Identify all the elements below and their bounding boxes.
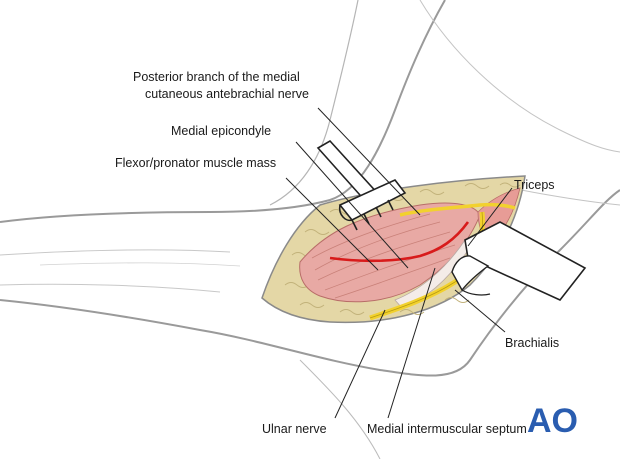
retractor-fork (316, 139, 407, 231)
posterior-branch-nerve (399, 202, 516, 217)
label-medial-intermuscular-septum: Medial intermuscular septum (367, 422, 527, 436)
leader-lines (285, 107, 513, 419)
muscle-fibers (311, 213, 456, 299)
label-triceps: Triceps (514, 178, 555, 192)
label-posterior-branch-line2: cutaneous antebrachial nerve (145, 87, 309, 101)
label-flexor-pronator: Flexor/pronator muscle mass (115, 156, 276, 170)
label-ulnar-nerve: Ulnar nerve (262, 422, 327, 436)
label-brachialis: Brachialis (505, 336, 559, 350)
retractor-blade (451, 221, 587, 301)
label-posterior-branch-line1: Posterior branch of the medial (133, 70, 300, 84)
vessel-line (329, 221, 470, 263)
ao-logo: AO (527, 402, 578, 440)
label-medial-epicondyle: Medial epicondyle (171, 124, 271, 138)
ao-logo-text: AO (527, 402, 578, 440)
